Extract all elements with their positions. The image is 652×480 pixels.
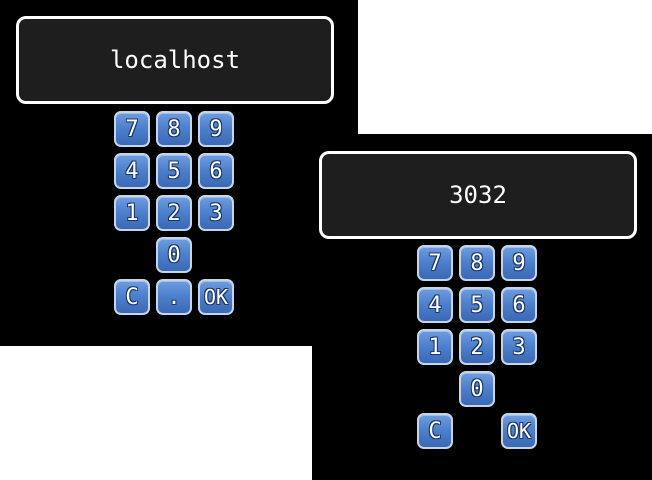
port-keypad-panel: 3032 7 8 9 4 5 6 1 2 3 0 C OK: [312, 134, 652, 480]
key-1[interactable]: 1: [417, 329, 453, 365]
key-9[interactable]: 9: [198, 111, 234, 147]
host-keypad-panel: localhost 7 8 9 4 5 6 1 2 3 0 C . OK: [0, 0, 358, 346]
host-display: localhost: [16, 16, 334, 104]
key-4[interactable]: 4: [417, 287, 453, 323]
key-3[interactable]: 3: [501, 329, 537, 365]
host-display-value: localhost: [109, 46, 241, 74]
key-5[interactable]: 5: [156, 153, 192, 189]
decimal-point-button[interactable]: .: [156, 279, 192, 315]
ok-button[interactable]: OK: [198, 279, 234, 315]
key-9[interactable]: 9: [501, 245, 537, 281]
key-2[interactable]: 2: [459, 329, 495, 365]
key-2[interactable]: 2: [156, 195, 192, 231]
key-8[interactable]: 8: [156, 111, 192, 147]
key-0[interactable]: 0: [459, 371, 495, 407]
clear-button[interactable]: C: [114, 279, 150, 315]
clear-button[interactable]: C: [417, 413, 453, 449]
key-6[interactable]: 6: [198, 153, 234, 189]
port-display-value: 3032: [449, 181, 507, 209]
port-display: 3032: [319, 151, 637, 239]
key-7[interactable]: 7: [417, 245, 453, 281]
key-5[interactable]: 5: [459, 287, 495, 323]
key-8[interactable]: 8: [459, 245, 495, 281]
key-3[interactable]: 3: [198, 195, 234, 231]
ok-button[interactable]: OK: [501, 413, 537, 449]
key-4[interactable]: 4: [114, 153, 150, 189]
key-7[interactable]: 7: [114, 111, 150, 147]
key-6[interactable]: 6: [501, 287, 537, 323]
key-0[interactable]: 0: [156, 237, 192, 273]
key-1[interactable]: 1: [114, 195, 150, 231]
